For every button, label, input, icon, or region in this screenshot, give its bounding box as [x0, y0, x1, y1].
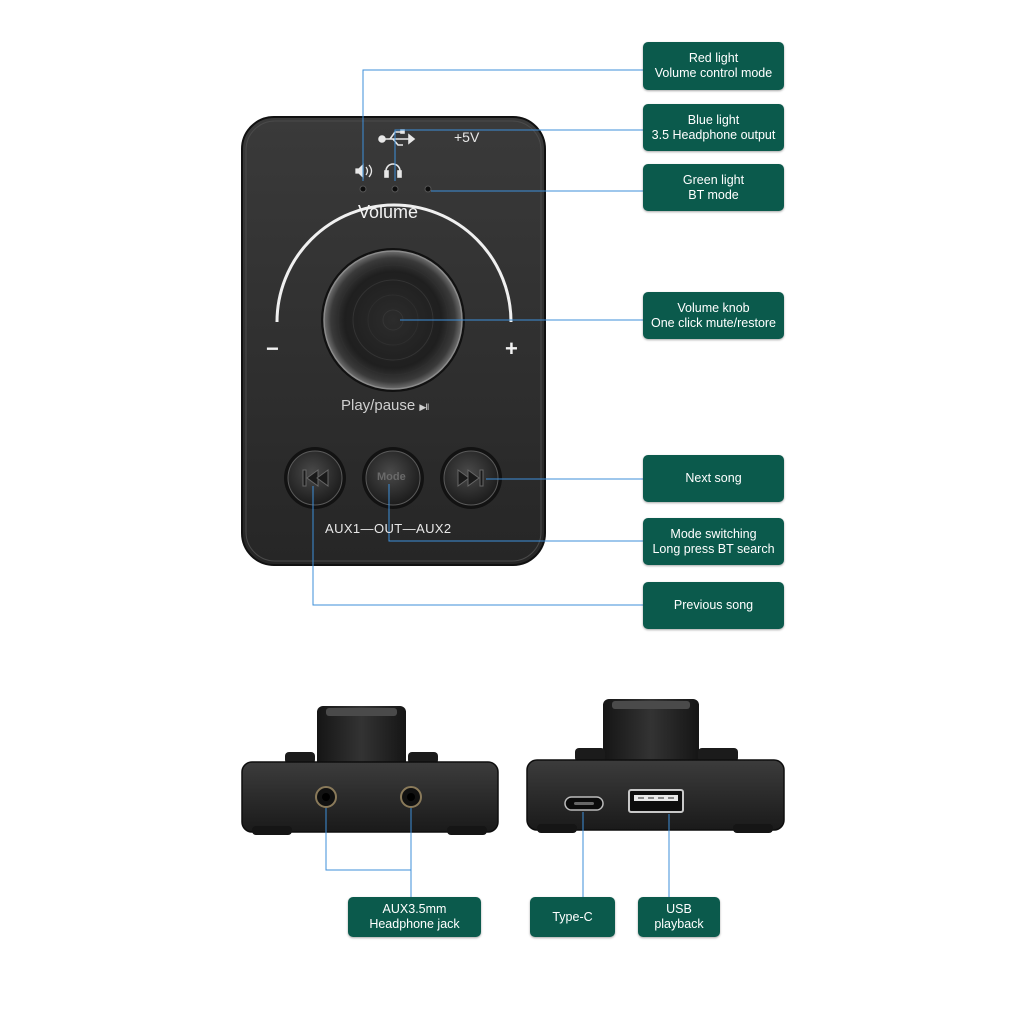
leader-lines: [312, 69, 670, 898]
callout-volume-knob-line1: Volume knob: [677, 300, 750, 315]
type-c-port: [564, 796, 604, 811]
callout-type-c-line1: Type-C: [552, 909, 593, 924]
callout-red-light-line1: Red light: [688, 51, 739, 65]
line-mode-switching: [388, 484, 643, 542]
usb-a-port: [628, 789, 684, 813]
volume-label: Volume: [358, 202, 419, 222]
callout-volume-knob: Volume knob One click mute/restore: [643, 292, 784, 339]
mode-button-label: Mode: [377, 471, 406, 483]
callout-green-light-line2: BT mode: [688, 187, 739, 202]
callout-previous-song-line1: Previous song: [673, 598, 754, 612]
volume-plus-label: +: [505, 336, 518, 361]
callout-mode-switching-line1: Mode switching: [670, 526, 757, 541]
line-aux: [325, 808, 412, 871]
volume-minus-label: −: [266, 336, 279, 361]
callout-blue-light-line1: Blue light: [687, 112, 740, 127]
blue-light-indicator: [391, 185, 399, 193]
callout-usb-playback: USB playback: [638, 897, 720, 937]
callout-usb-playback-line2: playback: [654, 917, 704, 931]
aux-out-label: AUX1—OUT—AUX2: [325, 521, 452, 536]
callout-red-light: Red light Volume control mode: [643, 42, 784, 90]
playpause-icon: ▶II: [419, 402, 429, 412]
callout-usb-playback-line1: USB: [666, 902, 692, 916]
callout-next-song-line1: Next song: [685, 471, 742, 485]
side-view-ports: [526, 699, 785, 833]
usb-voltage-label: +5V: [454, 129, 480, 145]
playpause-text: Play/pause: [341, 397, 416, 414]
red-light-indicator: [359, 185, 367, 193]
callout-green-light: Green light BT mode: [643, 164, 784, 211]
callout-mode-switching: Mode switching Long press BT search: [643, 518, 784, 565]
line-red-light: [362, 69, 643, 181]
callout-aux-jack-line2: Headphone jack: [369, 917, 460, 931]
callout-mode-switching-line2: Long press BT search: [652, 541, 775, 556]
green-light-indicator: [424, 185, 432, 193]
aux2-jack: [400, 786, 422, 808]
callout-blue-light: Blue light 3.5 Headphone output: [643, 104, 784, 151]
callout-next-song: Next song: [643, 455, 784, 502]
callout-aux-jack: AUX3.5mm Headphone jack: [348, 897, 481, 937]
callout-aux-jack-line1: AUX3.5mm: [382, 902, 447, 916]
callout-previous-song: Previous song: [643, 582, 784, 629]
callout-type-c: Type-C: [530, 897, 615, 937]
line-blue-light: [394, 129, 643, 181]
callout-green-light-line1: Green light: [682, 172, 745, 187]
aux1-jack: [315, 786, 337, 808]
playpause-label: Play/pause ▶II: [341, 397, 429, 414]
callout-blue-light-line2: 3.5 Headphone output: [651, 127, 776, 142]
next-button: [440, 447, 502, 509]
callout-red-light-line2: Volume control mode: [654, 66, 773, 80]
mode-button: [362, 447, 424, 509]
line-previous-song: [312, 486, 643, 606]
headphone-icon: [384, 163, 402, 178]
callout-volume-knob-line2: One click mute/restore: [650, 315, 777, 330]
volume-knob: [321, 248, 465, 392]
volume-arc: [275, 203, 513, 323]
previous-button: [284, 447, 346, 509]
side-view-aux: [241, 706, 499, 835]
